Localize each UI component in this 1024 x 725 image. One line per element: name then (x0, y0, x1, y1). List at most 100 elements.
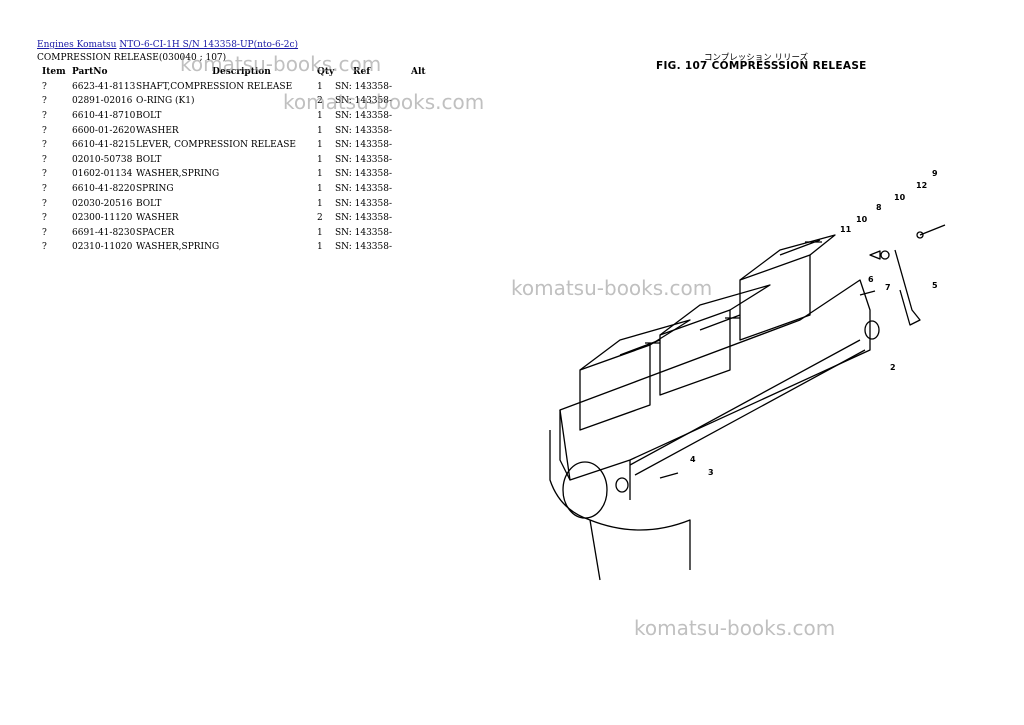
cell-ref: SN: 143358- (335, 184, 393, 195)
cell-alt (411, 109, 431, 124)
column-header-ref: Ref (353, 67, 371, 78)
cell-ref: SN: 143358- (335, 111, 393, 122)
cell-alt (411, 211, 431, 226)
cell-description: SPACER (136, 227, 175, 238)
cell-item: ? (42, 140, 47, 151)
cell-qty: 1 (317, 227, 323, 238)
cell-description: SPRING (136, 184, 174, 195)
cell-alt (411, 94, 431, 109)
cell-item: ? (42, 198, 47, 209)
cell-ref: SN: 143358- (335, 242, 393, 253)
cell-alt (411, 240, 431, 255)
rocker-cover-1-top (579, 319, 691, 371)
bore-opening (562, 461, 608, 519)
cell-item: ? (42, 125, 47, 136)
cell-ref: SN: 143358- (335, 227, 393, 238)
callout-12: 12 (916, 181, 927, 190)
watermark: komatsu-books.com (634, 616, 836, 640)
cell-alt (411, 182, 431, 197)
parts-table: Item PartNo Description Qty Ref Alt ? 662… (36, 65, 431, 255)
callout-9: 9 (932, 169, 938, 178)
cell-qty: 1 (317, 184, 323, 195)
cell-ref: SN: 143358- (335, 96, 393, 107)
rocker-cover-2-cap (699, 314, 741, 331)
bolt-washer (916, 231, 924, 239)
callout-8: 8 (876, 203, 882, 212)
column-header-alt: Alt (411, 67, 426, 78)
cell-partno: 6623-41-8113 (72, 81, 136, 92)
cell-ref: SN: 143358- (335, 198, 393, 209)
cell-partno: 02310-11020 (72, 242, 133, 253)
column-header-partno: PartNo (72, 67, 108, 78)
cell-description: SHAFT,COMPRESSION RELEASE (136, 81, 293, 92)
cell-ref: SN: 143358- (335, 154, 393, 165)
cell-qty: 1 (317, 169, 323, 180)
callout-2: 2 (890, 363, 896, 372)
table-header-row: Item PartNo Description Qty Ref Alt (36, 65, 431, 80)
spring (869, 250, 881, 260)
rocker-cover-2-top (659, 284, 771, 336)
cell-qty: 1 (317, 198, 323, 209)
cell-alt (411, 153, 431, 168)
cell-description: BOLT (136, 111, 162, 122)
rocker-cover-1-cap (619, 339, 661, 356)
cell-qty: 1 (317, 154, 323, 165)
cell-qty: 1 (317, 125, 323, 136)
cell-partno: 02891-02016 (72, 96, 133, 107)
cell-alt (411, 80, 431, 95)
cell-partno: 02030-20516 (72, 198, 133, 209)
cell-partno: 6610-41-8215 (72, 140, 136, 151)
cell-ref: SN: 143358- (335, 169, 393, 180)
column-header-description: Description (212, 67, 271, 78)
breadcrumb-link-engines[interactable]: Engines Komatsu (37, 40, 117, 50)
release-lever (894, 249, 921, 326)
cell-item: ? (42, 96, 47, 107)
cell-item: ? (42, 154, 47, 165)
cell-description: WASHER (136, 213, 179, 224)
cell-qty: 1 (317, 111, 323, 122)
cell-qty: 1 (317, 242, 323, 253)
cell-item: ? (42, 81, 47, 92)
cell-item: ? (42, 227, 47, 238)
cell-partno: 02300-11120 (72, 213, 133, 224)
cell-qty: 1 (317, 140, 323, 151)
o-ring (864, 320, 880, 340)
cell-alt (411, 226, 431, 241)
cell-description: BOLT (136, 154, 162, 165)
cell-ref: SN: 143358- (335, 140, 393, 151)
release-shaft (629, 339, 866, 476)
cell-description: WASHER,SPRING (136, 242, 220, 253)
breadcrumb-link-model[interactable]: NTO-6-CI-1H S/N 143358-UP(nto-6-2c) (119, 40, 299, 50)
cell-partno: 6610-41-8710 (72, 111, 136, 122)
callout-5: 5 (932, 281, 938, 290)
rocker-cover-2 (659, 309, 731, 396)
cell-partno: 6610-41-8220 (72, 184, 136, 195)
cell-description: BOLT (136, 198, 162, 209)
callout-11: 11 (840, 225, 852, 234)
cell-description: LEVER, COMPRESSION RELEASE (136, 140, 296, 151)
cell-alt (411, 196, 431, 211)
bolt (919, 224, 946, 236)
engine-block-lower (549, 430, 691, 581)
breadcrumb: Engines Komatsu NTO-6-CI-1H S/N 143358-U… (37, 40, 298, 50)
rocker-cover-1 (579, 344, 651, 431)
callout-3: 3 (708, 468, 714, 477)
cell-ref: SN: 143358- (335, 81, 393, 92)
callout-4: 4 (690, 455, 696, 464)
cell-item: ? (42, 213, 47, 224)
cylinder-head-outline (559, 279, 871, 481)
callout-6: 6 (868, 275, 874, 284)
cell-alt (411, 167, 431, 182)
